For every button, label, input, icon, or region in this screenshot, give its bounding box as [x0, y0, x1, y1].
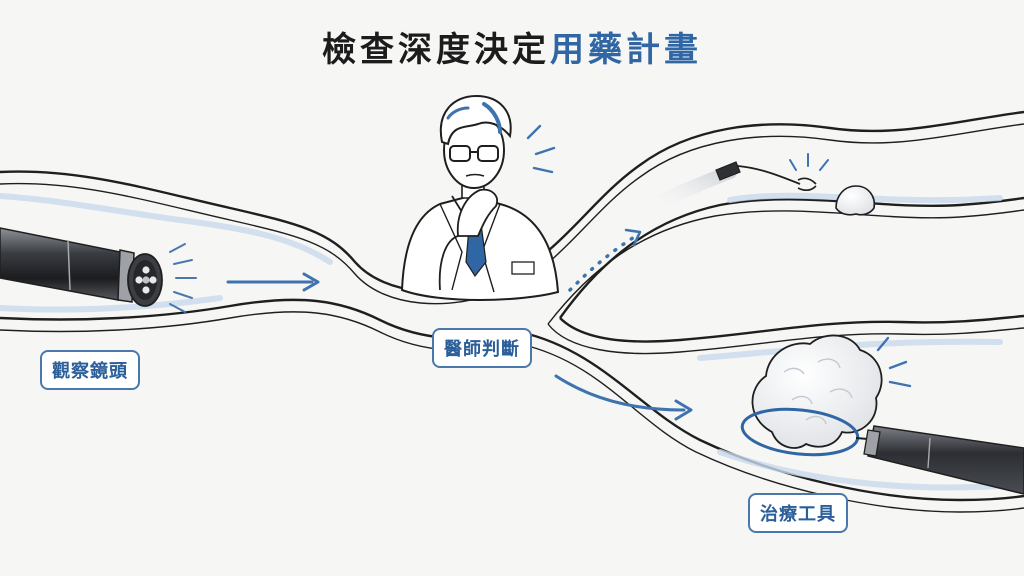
- label-doctor: 醫師判斷: [432, 328, 532, 368]
- page-title: 檢查深度決定用藥計畫: [0, 22, 1024, 71]
- title-accent: 用藥計畫: [550, 30, 702, 70]
- polyp-icon: [751, 334, 912, 449]
- snare-tool-icon: [740, 407, 1024, 495]
- endoscope-icon: [0, 227, 197, 313]
- dotted-arrow-icon: [568, 228, 642, 292]
- arrow-icon: [554, 374, 693, 421]
- label-scope: 觀察鏡頭: [40, 350, 140, 390]
- small-polyp-icon: [835, 185, 876, 216]
- doctor-icon: [400, 94, 560, 301]
- intestine-lumen: [0, 110, 1024, 513]
- biopsy-instrument-icon: [633, 153, 829, 219]
- title-main: 檢查深度決定: [322, 30, 550, 70]
- arrow-icon: [226, 272, 320, 292]
- label-tool: 治療工具: [748, 493, 848, 533]
